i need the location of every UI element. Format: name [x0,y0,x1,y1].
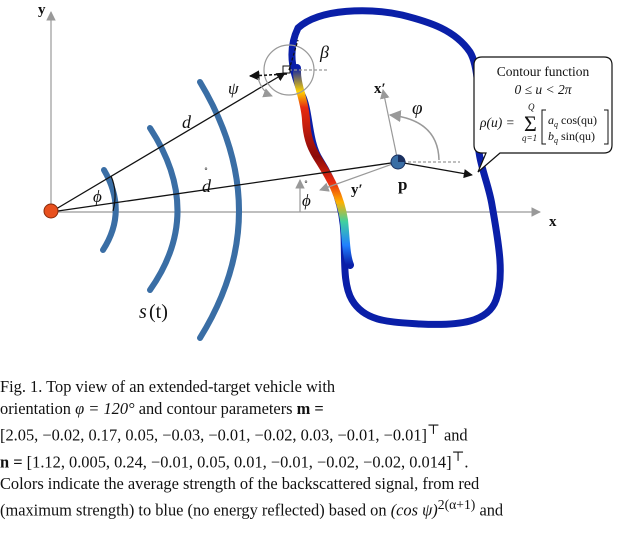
psi-arc [257,77,273,98]
callout-row2: bq sin(qu) [548,129,595,145]
x-axis-label: x [549,214,557,230]
caption-n-end: . [464,452,469,472]
s-t-label: (t) [149,301,168,323]
d-label: d [182,112,192,132]
callout-title: Contour function [497,64,590,79]
x-prime-axis [380,89,399,163]
callout-sum-top: Q [528,102,535,112]
caption-m-end: and [443,425,468,445]
y-prime-label: y′ [351,182,363,198]
caption-orientation: φ = 120° [75,398,135,418]
caption-n-transpose: ⊤ [451,448,465,464]
wave-arc-3 [197,79,242,341]
caption-text-6b: and [479,500,504,520]
normal-arrow [248,70,288,81]
caption-n-symbol: n = [0,452,23,472]
callout-sum: Σ [524,111,537,136]
x-prime-label: x′ [374,81,386,97]
callout-rho: ρ(u) = [479,115,515,130]
y-axis-label: y [38,2,46,18]
line-p-to-contour [397,161,473,179]
caption-line-6: (maximum strength) to blue (no energy re… [0,494,640,521]
phi-dot-label: ϕ [302,191,311,210]
callout-sum-bottom: q=1 [522,133,537,143]
figure-caption: Fig. 1. Top view of an extended-target v… [0,376,640,521]
phi-arc [110,175,116,212]
callout-row1: aq cos(qu) [548,113,597,129]
callout-range: 0 ≤ u < 2π [514,82,572,97]
y-prime-axis [319,161,399,192]
backscatter-heat-segment [292,64,354,269]
callout-box [473,56,613,173]
caption-text-6a: (maximum strength) to blue (no energy re… [0,500,387,520]
caption-m-symbol: m = [296,398,324,418]
caption-line-4: n = [1.12, 0.005, 0.24, −0.01, 0.05, 0.0… [0,446,640,473]
callout-bracket-right [604,109,609,145]
wave-arc-2 [147,125,181,293]
vehicle-center-quadrant [398,155,405,162]
caption-line-3: [2.05, −0.02, 0.17, 0.05, −0.03, −0.01, … [0,419,640,446]
psi-label: ψ [228,79,239,98]
caption-text-2a: orientation [0,398,72,418]
beta-label: β [319,42,329,62]
tangent-dashed [288,39,299,71]
varphi-label: φ [412,98,423,119]
d-dot-label: d [202,176,212,196]
caption-m-vector: [2.05, −0.02, 0.17, 0.05, −0.03, −0.01, … [0,425,427,445]
right-angle-marker [282,65,291,74]
origin-point [43,203,59,219]
p-label: p [398,175,407,194]
caption-text-2b: and contour parameters [138,398,293,418]
d-dot-ring: ˚ [204,165,208,179]
line-d-dot [50,161,399,213]
s-label: s [139,301,147,323]
phi-dot-dot: ˚ [304,178,308,192]
caption-line-2: orientation φ = 120° and contour paramet… [0,398,640,420]
caption-formula: (cos ψ) [390,500,438,520]
caption-n-vector: [1.12, 0.005, 0.24, −0.01, 0.05, 0.01, −… [26,452,452,472]
callout-bracket-left [541,109,546,145]
varphi-arc [388,110,440,161]
phi-label: ϕ [93,187,102,206]
caption-formula-exp: 2(α+1) [437,497,476,513]
line-d [50,72,286,213]
caption-m-transpose: ⊤ [426,422,440,437]
caption-text-1: Top view of an extended-target vehicle w… [46,377,336,396]
caption-fig-label: Fig. 1. [0,377,43,396]
figure-diagram: y x s (t) ϕ ϕ ˚ d d ˚ β ψ x′ y′ φ p Cont… [38,2,613,341]
caption-line-5: Colors indicate the average strength of … [0,473,480,493]
caption-line-1: Fig. 1. Top view of an extended-target v… [0,376,640,398]
